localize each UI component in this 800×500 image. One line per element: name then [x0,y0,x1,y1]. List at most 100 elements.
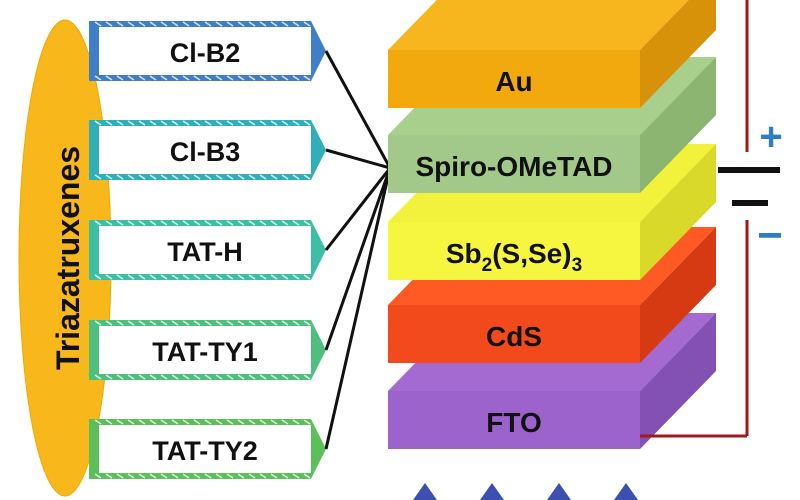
tab-hatch [171,374,179,380]
tab-hatch [116,75,124,81]
tab-hatch [149,374,157,380]
molecule-tab: TAT-TY2 [89,419,326,479]
tab-hatch [182,274,190,280]
tab-hatch [160,274,168,280]
tab-hatch [248,473,256,479]
tab-hatch [138,21,146,27]
tab-hatch [204,220,212,226]
tab-hatch [116,120,124,126]
tab-hatch [193,220,201,226]
tab-hatch [116,419,124,425]
tab-hatch [215,75,223,81]
tab-hatch [292,374,300,380]
tab-hatch [292,174,300,180]
tab-hatch [171,21,179,27]
tab-hatch [259,75,267,81]
connector-line [324,50,392,169]
light-arrow [480,483,504,500]
tab-hatch [138,75,146,81]
molecule-tab-box [99,27,311,75]
tab-hatch [226,120,234,126]
tab-hatch [259,473,267,479]
layer-side-face [640,57,716,193]
molecule-tab-box [99,226,311,274]
tab-hatch [215,473,223,479]
tab-hatch [292,419,300,425]
tab-hatch [259,374,267,380]
tab-hatch [127,320,135,326]
tab-hatch [182,320,190,326]
tab-hatch [292,75,300,81]
tab-hatch [160,120,168,126]
tab-hatch [94,174,102,180]
tab-hatch [94,120,102,126]
connector-line [325,148,391,170]
tab-hatch [226,473,234,479]
tab-hatch [204,21,212,27]
tab-hatch [204,174,212,180]
tab-hatch [105,320,113,326]
molecule-tab: Cl-B3 [89,120,326,180]
tab-hatch [270,75,278,81]
tab-hatch [127,75,135,81]
molecule-label: TAT-H [167,237,242,267]
tab-hatch [193,473,201,479]
tab-hatch [270,220,278,226]
tab-hatch [116,21,124,27]
layer-side-face [640,144,716,280]
tab-hatch [193,21,201,27]
tab-hatch [259,21,267,27]
tab-hatch [237,174,245,180]
tab-hatch [270,21,278,27]
tab-hatch [138,473,146,479]
tab-hatch [226,374,234,380]
tab-hatch [138,419,146,425]
tab-hatch [226,220,234,226]
tab-hatch [182,374,190,380]
tab-hatch [215,374,223,380]
tab-hatch [116,220,124,226]
tab-hatch [303,174,311,180]
tab-hatch [237,21,245,27]
tab-hatch [105,220,113,226]
tab-hatch [204,75,212,81]
tab-hatch [94,274,102,280]
tab-hatch [193,120,201,126]
tab-hatch [160,21,168,27]
tab-hatch [281,174,289,180]
tab-hatch [94,419,102,425]
tab-hatch [94,320,102,326]
layer-side-face [640,227,716,363]
tab-hatch [116,320,124,326]
tab-hatch [270,120,278,126]
tab-hatch [237,75,245,81]
tab-hatch [160,473,168,479]
tab-hatch [259,320,267,326]
tab-hatch [204,374,212,380]
molecule-tab-box [99,425,311,473]
tab-hatch [303,374,311,380]
tab-hatch [149,120,157,126]
tab-hatch [204,473,212,479]
connector-line [324,167,392,351]
tab-hatch [215,274,223,280]
tab-hatch [105,75,113,81]
tab-hatch [127,174,135,180]
tab-hatch [237,274,245,280]
tab-hatch [182,419,190,425]
layer: Au [388,0,716,108]
tab-hatch [160,419,168,425]
tab-hatch [259,419,267,425]
tab-hatch [204,120,212,126]
tab-hatch [193,75,201,81]
tab-hatch [193,274,201,280]
tab-hatch [149,21,157,27]
tab-hatch [171,473,179,479]
molecule-tab: TAT-H [89,220,326,280]
tab-hatch [226,21,234,27]
layer-side-face [640,0,716,108]
tab-hatch [193,320,201,326]
tab-hatch [116,274,124,280]
tab-hatch [292,120,300,126]
